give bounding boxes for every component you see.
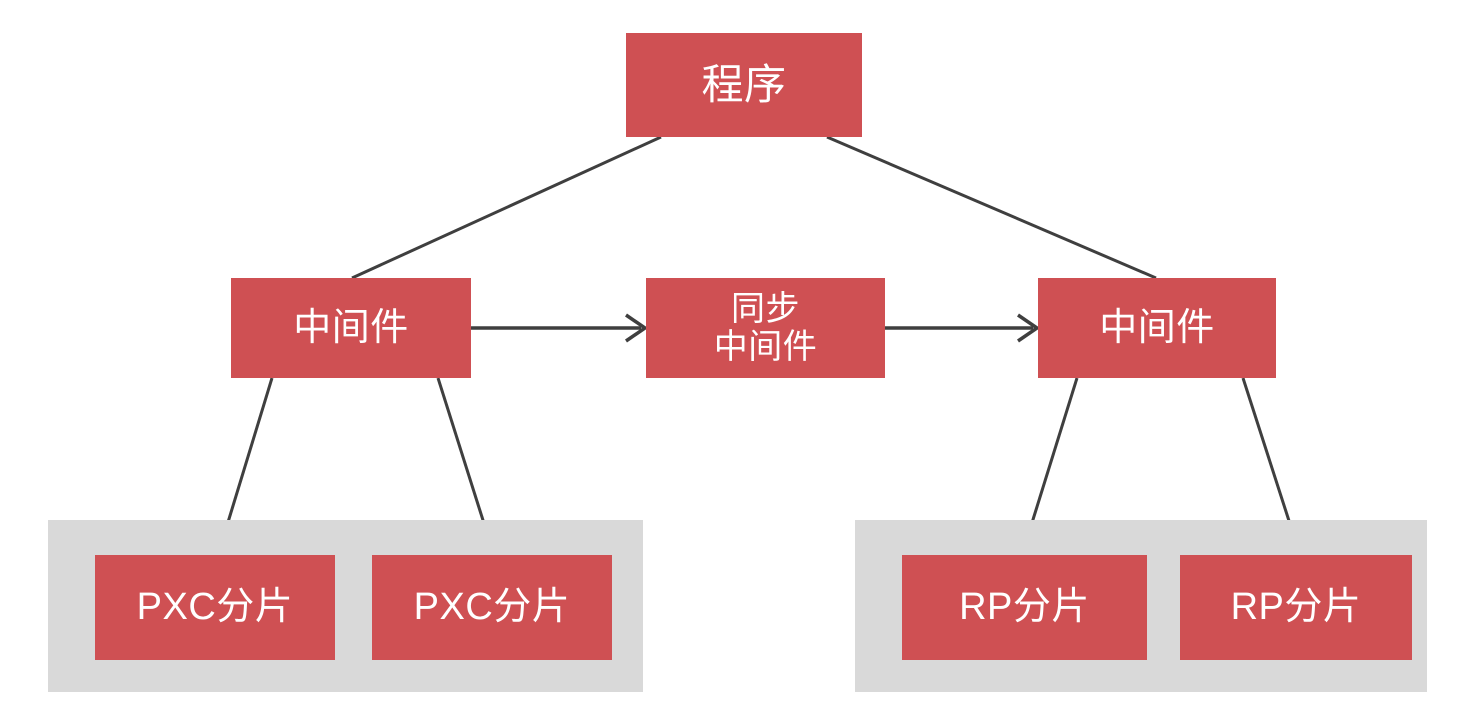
node-middleware-right[interactable]: 中间件 xyxy=(1038,278,1276,378)
node-pxc-shard-1-label: PXC分片 xyxy=(136,586,294,629)
edge-program-to-middleware-right xyxy=(826,135,1157,280)
node-middleware-left[interactable]: 中间件 xyxy=(231,278,471,378)
node-rp-shard-1[interactable]: RP分片 xyxy=(902,555,1147,660)
node-rp-shard-2-label: RP分片 xyxy=(1230,586,1362,629)
node-pxc-shard-2-label: PXC分片 xyxy=(413,586,571,629)
arrowhead-to-middleware-right xyxy=(1017,313,1041,343)
node-rp-shard-2[interactable]: RP分片 xyxy=(1180,555,1412,660)
node-pxc-shard-1[interactable]: PXC分片 xyxy=(95,555,335,660)
node-middleware-left-label: 中间件 xyxy=(293,306,409,349)
node-sync-middleware-label-line1: 同步 xyxy=(731,289,800,328)
node-rp-shard-1-label: RP分片 xyxy=(959,586,1090,629)
node-program-label: 程序 xyxy=(701,61,787,109)
node-sync-middleware-label-line2: 中间件 xyxy=(713,328,818,366)
edge-program-to-middleware-left xyxy=(351,135,662,280)
node-program[interactable]: 程序 xyxy=(626,33,862,137)
node-pxc-shard-2[interactable]: PXC分片 xyxy=(372,555,612,660)
node-sync-middleware[interactable]: 同步 中间件 xyxy=(646,278,885,378)
node-middleware-right-label: 中间件 xyxy=(1099,306,1215,349)
arrowhead-to-sync xyxy=(625,313,649,343)
